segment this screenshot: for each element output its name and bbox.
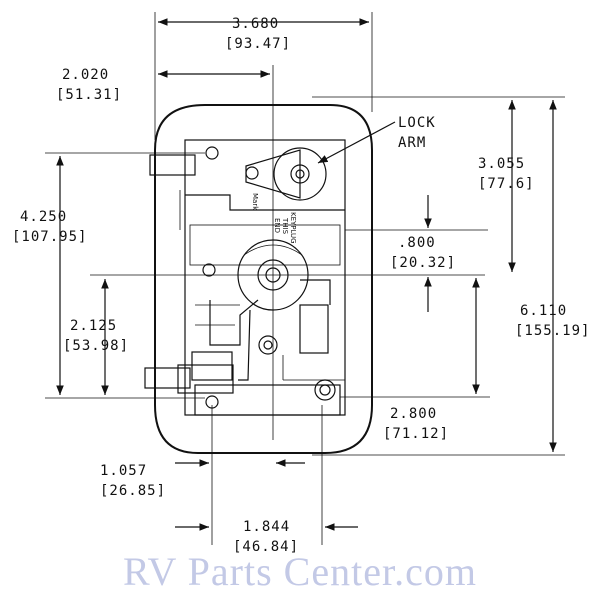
dim-overall-height-in: 6.110: [520, 303, 567, 319]
dim-left-height-mm: [107.95]: [12, 229, 87, 245]
dim-top-to-hub-in: 3.055: [478, 156, 525, 172]
dim-lower-right-mm: [71.12]: [383, 426, 449, 442]
dim-overall-width-mm: [93.47]: [225, 36, 291, 52]
dim-left-height-in: 4.250: [20, 209, 67, 225]
dim-overall-height: [312, 100, 565, 456]
lock-arm-leader: [317, 121, 396, 164]
dim-bottom-left-mm: [26.85]: [100, 483, 166, 499]
dim-hub-offset-in: .800: [398, 235, 436, 251]
dim-overall-width-in: 3.680: [232, 16, 279, 32]
dim-lower-right-in: 2.800: [390, 406, 437, 422]
keyplug-label-1: KEYPLUG: [289, 212, 297, 244]
housing-outline: [154, 104, 373, 454]
dim-lower-right-height: [340, 278, 490, 398]
dim-lower-left-mm: [53.98]: [63, 338, 129, 354]
dim-bottom-width-in: 1.844: [243, 519, 290, 535]
dim-overall-height-mm: [155.19]: [515, 323, 590, 339]
dim-bottom-width: [175, 405, 358, 545]
center-lines: [90, 65, 485, 440]
dim-hub-offset: [345, 195, 488, 312]
dim-left-offset-in: 2.020: [62, 67, 109, 83]
dim-top-to-hub: [312, 96, 565, 272]
dim-hub-offset-mm: [20.32]: [390, 255, 456, 271]
dim-bottom-width-mm: [46.84]: [233, 539, 299, 555]
dim-bottom-left-in: 1.057: [100, 463, 147, 479]
keyplug-label-2: THIS: [281, 217, 289, 235]
dim-left-offset-mm: [51.31]: [56, 87, 122, 103]
dim-lower-left-in: 2.125: [70, 318, 117, 334]
keyplug-label-3: END: [273, 218, 281, 233]
mark-label: Mark: [251, 193, 259, 211]
watermark-text: RV Parts Center.com: [123, 549, 477, 594]
lock-arm-label-2: ARM: [398, 135, 426, 151]
dim-top-to-hub-mm: [77.6]: [478, 176, 535, 192]
lock-mechanism: [144, 139, 346, 416]
dim-overall-width: [154, 12, 373, 140]
lock-arm-label-1: LOCK: [398, 115, 436, 131]
dim-bottom-left-width: [175, 405, 305, 545]
dim-left-height: [45, 152, 205, 399]
